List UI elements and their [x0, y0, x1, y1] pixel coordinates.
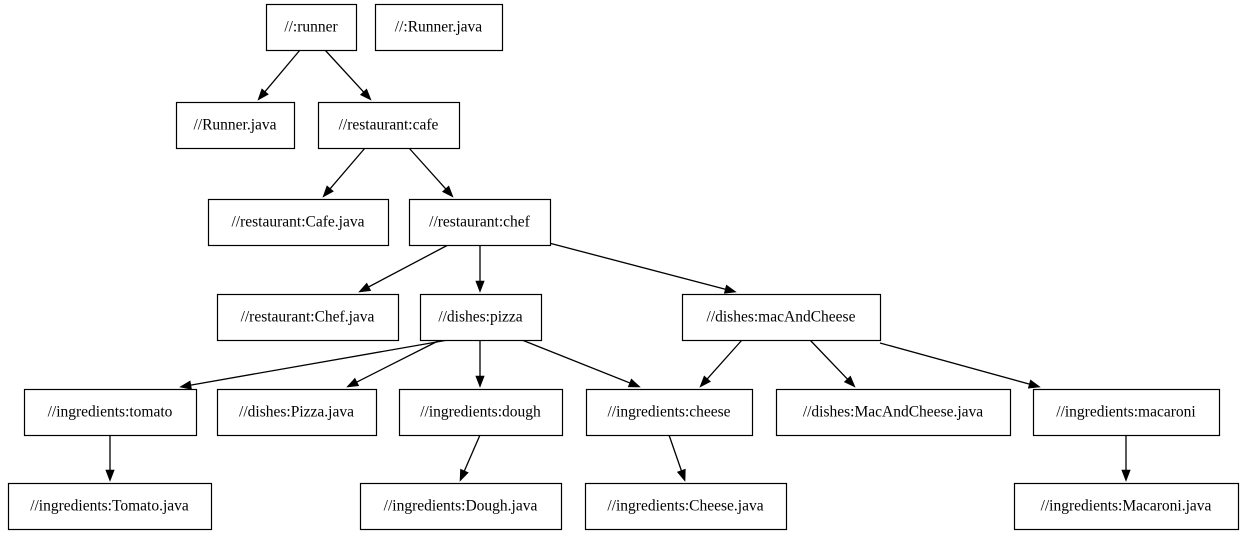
graph-edge-restaurant_chef-to-dishes_mac — [548, 242, 737, 294]
node-label-ing_cheese: //ingredients:cheese — [607, 404, 730, 421]
graph-edge-restaurant_chef-to-chef_java — [358, 244, 449, 293]
node-box-pizza_java[interactable] — [216, 388, 378, 437]
node-box-chef_java[interactable] — [216, 293, 400, 342]
node-label-runner_java: //Runner.java — [193, 117, 276, 134]
graph-edge-dishes_pizza-to-pizza_java — [346, 339, 441, 388]
node-box-mac_java[interactable] — [775, 388, 1012, 437]
node-label-restaurant_chef: //restaurant:chef — [429, 214, 531, 231]
graph-node-ing_cheese[interactable]: //ingredients:cheese — [585, 388, 754, 437]
node-box-ing_cheese[interactable] — [585, 388, 754, 437]
graph-node-mac_java[interactable]: //dishes:MacAndCheese.java — [775, 388, 1012, 437]
graph-nodes-layer: //:runner //:Runner.java //Runner.java //re… — [7, 3, 1240, 531]
node-label-cafe_java: //restaurant:Cafe.java — [232, 214, 365, 231]
node-box-runner[interactable] — [265, 3, 358, 52]
node-box-runner_java[interactable] — [175, 101, 296, 150]
graph-edge-dishes_pizza-to-ing_cheese — [521, 339, 641, 388]
node-label-dishes_pizza: //dishes:pizza — [438, 309, 522, 326]
graph-node-restaurant_cafe[interactable]: //restaurant:cafe — [317, 101, 461, 150]
graph-node-dishes_mac[interactable]: //dishes:macAndCheese — [681, 293, 882, 342]
node-box-dishes_mac[interactable] — [681, 293, 882, 342]
node-box-dough_java[interactable] — [359, 482, 563, 531]
graph-node-pizza_java[interactable]: //dishes:Pizza.java — [216, 388, 378, 437]
node-label-dough_java: //ingredients:Dough.java — [384, 498, 538, 515]
graph-edge-runner-to-runner_java — [257, 49, 301, 101]
graph-node-ing_tomato[interactable]: //ingredients:tomato — [23, 388, 198, 437]
node-box-ing_macaroni[interactable] — [1032, 388, 1221, 437]
node-label-chef_java: //restaurant:Chef.java — [241, 309, 375, 326]
node-label-restaurant_cafe: //restaurant:cafe — [339, 117, 439, 134]
node-box-restaurant_cafe[interactable] — [317, 101, 461, 150]
node-label-ing_dough: //ingredients:dough — [420, 404, 541, 421]
node-box-dishes_pizza[interactable] — [419, 293, 543, 342]
graph-node-tomato_java[interactable]: //ingredients:Tomato.java — [7, 482, 213, 531]
node-box-macaroni_java[interactable] — [1013, 482, 1240, 531]
graph-edges-layer — [105, 49, 1131, 482]
graph-node-runner[interactable]: //:runner — [265, 3, 358, 52]
node-label-mac_java: //dishes:MacAndCheese.java — [803, 404, 983, 421]
graph-edge-dishes_pizza-to-ing_dough — [475, 340, 485, 388]
node-label-runner: //:runner — [284, 19, 338, 36]
node-label-cheese_java: //ingredients:Cheese.java — [607, 498, 763, 515]
graph-edge-ing_cheese-to-cheese_java — [668, 434, 686, 482]
graph-edge-restaurant_chef-to-dishes_pizza — [475, 245, 485, 293]
node-label-ing_tomato: //ingredients:tomato — [48, 404, 173, 421]
node-box-ing_tomato[interactable] — [23, 388, 198, 437]
node-box-cafe_java[interactable] — [207, 198, 390, 247]
graph-edge-restaurant_cafe-to-cafe_java — [322, 147, 366, 198]
node-label-macaroni_java: //ingredients:Macaroni.java — [1041, 498, 1212, 515]
graph-edge-dishes_mac-to-ing_macaroni — [879, 342, 1041, 389]
node-box-tomato_java[interactable] — [7, 482, 213, 531]
graph-node-dishes_pizza[interactable]: //dishes:pizza — [419, 293, 543, 342]
node-label-pizza_java: //dishes:Pizza.java — [239, 404, 354, 421]
graph-edge-restaurant_cafe-to-restaurant_chef — [408, 147, 454, 198]
graph-node-dough_java[interactable]: //ingredients:Dough.java — [359, 482, 563, 531]
graph-node-runner_java[interactable]: //Runner.java — [175, 101, 296, 150]
node-box-ing_dough[interactable] — [398, 388, 564, 437]
graph-node-macaroni_java[interactable]: //ingredients:Macaroni.java — [1013, 482, 1240, 531]
graph-node-ing_macaroni[interactable]: //ingredients:macaroni — [1032, 388, 1221, 437]
graph-node-restaurant_chef[interactable]: //restaurant:chef — [408, 198, 552, 247]
graph-edge-dishes_pizza-to-ing_tomato — [179, 339, 449, 390]
graph-edge-runner-to-restaurant_cafe — [324, 49, 372, 101]
graph-edge-dishes_mac-to-ing_cheese — [699, 339, 743, 388]
graph-node-root_runner_java[interactable]: //:Runner.java — [374, 3, 504, 52]
node-label-root_runner_java: //:Runner.java — [395, 19, 483, 36]
graph-node-cafe_java[interactable]: //restaurant:Cafe.java — [207, 198, 390, 247]
graph-edge-ing_macaroni-to-macaroni_java — [1121, 435, 1131, 482]
graph-edge-ing_tomato-to-tomato_java — [105, 435, 115, 482]
graph-node-ing_dough[interactable]: //ingredients:dough — [398, 388, 564, 437]
graph-node-chef_java[interactable]: //restaurant:Chef.java — [216, 293, 400, 342]
node-label-tomato_java: //ingredients:Tomato.java — [30, 498, 189, 515]
node-box-root_runner_java[interactable] — [374, 3, 504, 52]
graph-edge-ing_dough-to-dough_java — [459, 434, 481, 482]
graph-node-cheese_java[interactable]: //ingredients:Cheese.java — [584, 482, 788, 531]
node-label-dishes_mac: //dishes:macAndCheese — [707, 309, 856, 326]
node-label-ing_macaroni: //ingredients:macaroni — [1056, 404, 1196, 421]
node-box-restaurant_chef[interactable] — [408, 198, 552, 247]
node-box-cheese_java[interactable] — [584, 482, 788, 531]
graph-edge-dishes_mac-to-mac_java — [809, 339, 856, 388]
